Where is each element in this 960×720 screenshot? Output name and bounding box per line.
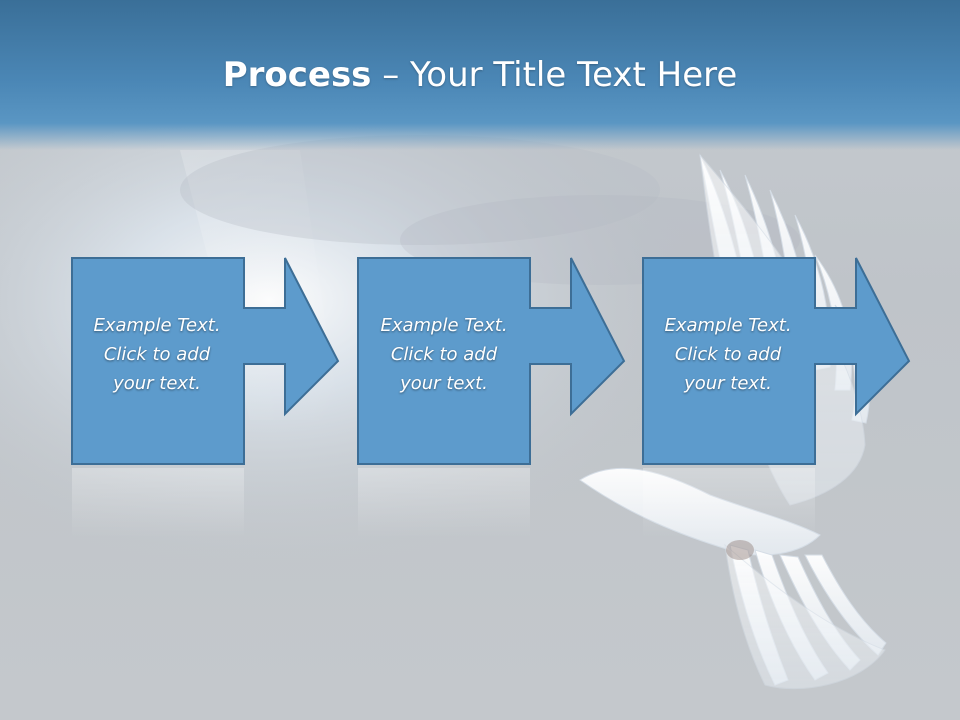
page-title: Process – Your Title Text Here <box>0 52 960 98</box>
step-3-text[interactable]: Example Text. Click to add your text. <box>643 311 813 398</box>
title-bold: Process <box>222 55 372 95</box>
step-3-line-3: your text. <box>684 373 772 394</box>
step-2-text[interactable]: Example Text. Click to add your text. <box>359 311 529 398</box>
step-1-line-2: Click to add <box>103 344 211 365</box>
step-3-line-2: Click to add <box>674 344 782 365</box>
title-bar <box>0 0 960 150</box>
step-3-reflection <box>643 468 815 538</box>
step-3-arrow-box[interactable] <box>642 257 911 465</box>
title-rest: – Your Title Text Here <box>371 55 738 95</box>
step-3-line-1: Example Text. <box>664 315 792 336</box>
step-1-arrow-box[interactable] <box>71 257 340 465</box>
step-1-line-1: Example Text. <box>93 315 221 336</box>
step-2-arrow-box[interactable] <box>357 257 626 465</box>
step-1-text[interactable]: Example Text. Click to add your text. <box>72 311 242 398</box>
step-2-line-2: Click to add <box>390 344 498 365</box>
step-2-line-1: Example Text. <box>380 315 508 336</box>
step-2-reflection <box>358 468 530 538</box>
step-1-reflection <box>72 468 244 538</box>
step-1-line-3: your text. <box>113 373 201 394</box>
step-2-line-3: your text. <box>400 373 488 394</box>
